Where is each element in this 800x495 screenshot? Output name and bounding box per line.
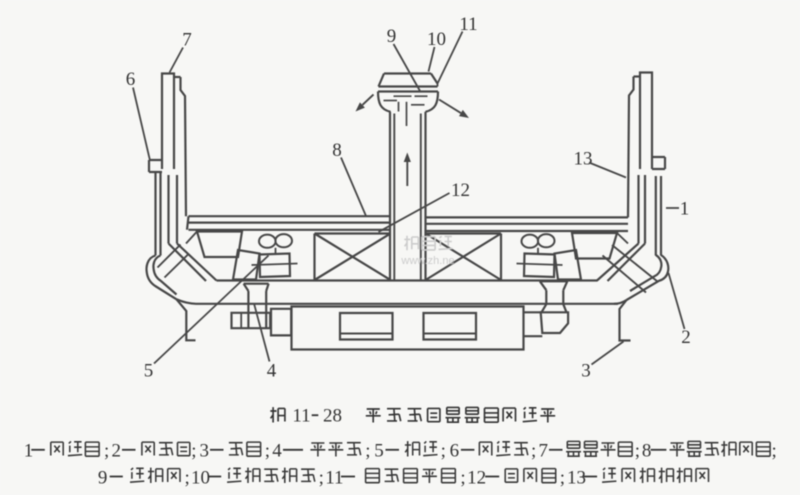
svg-text:8: 8 <box>642 441 652 462</box>
svg-text:11: 11 <box>325 468 343 489</box>
svg-text:1: 1 <box>24 441 34 462</box>
svg-text:;: ; <box>460 468 465 489</box>
svg-text:;: ; <box>441 441 446 462</box>
svg-text:13: 13 <box>574 149 593 170</box>
svg-text:;: ; <box>191 441 196 462</box>
svg-text:4: 4 <box>267 361 277 382</box>
svg-text:6: 6 <box>126 69 136 90</box>
svg-text:2: 2 <box>681 327 691 348</box>
svg-text:;: ; <box>319 468 324 489</box>
svg-text:5: 5 <box>374 441 384 462</box>
svg-text:;: ; <box>185 468 190 489</box>
svg-text:;: ; <box>265 441 270 462</box>
svg-text:3: 3 <box>581 361 591 382</box>
svg-text:8: 8 <box>332 140 342 161</box>
svg-text:11: 11 <box>292 406 310 427</box>
svg-text:12: 12 <box>451 180 470 201</box>
svg-text:4: 4 <box>272 441 282 462</box>
svg-text:28: 28 <box>323 406 342 427</box>
svg-text:;: ; <box>635 441 640 462</box>
svg-text:;: ; <box>365 441 370 462</box>
svg-text:;: ; <box>531 441 536 462</box>
svg-text:7: 7 <box>182 30 192 51</box>
svg-text:1: 1 <box>680 199 690 220</box>
svg-text:;: ; <box>104 441 109 462</box>
svg-text:www.zh.ne: www.zh.ne <box>400 255 454 267</box>
svg-text:11: 11 <box>459 14 477 35</box>
svg-text:7: 7 <box>539 441 549 462</box>
svg-text:10: 10 <box>427 29 446 50</box>
svg-text:10: 10 <box>191 468 210 489</box>
svg-text:3: 3 <box>200 441 210 462</box>
svg-text:9: 9 <box>387 26 397 47</box>
svg-text:2: 2 <box>112 441 122 462</box>
svg-text:6: 6 <box>450 441 460 462</box>
svg-text:13: 13 <box>567 468 586 489</box>
svg-text:5: 5 <box>144 361 154 382</box>
svg-text:9: 9 <box>98 468 108 489</box>
svg-text:;: ; <box>772 441 777 462</box>
svg-text:12: 12 <box>467 468 486 489</box>
svg-text:;: ; <box>560 468 565 489</box>
